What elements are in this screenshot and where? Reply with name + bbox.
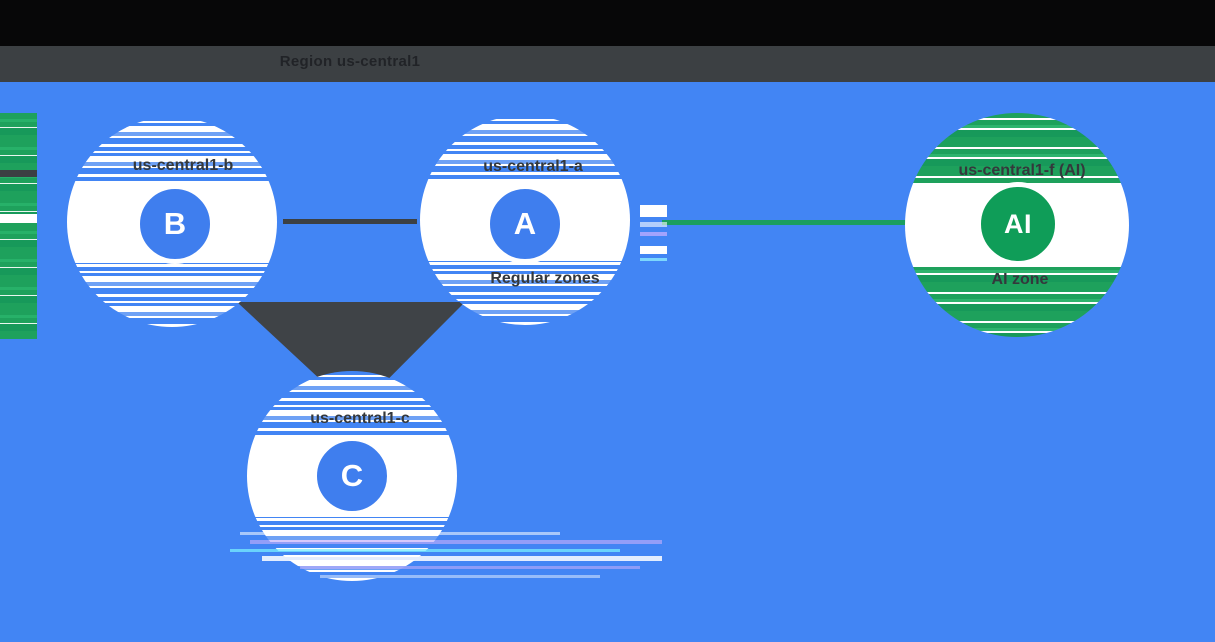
zone-letter-c: C [340, 458, 364, 493]
zone-letter-a: A [513, 206, 537, 241]
title-band [0, 46, 1215, 82]
zone-label-a: us-central1-a [483, 158, 583, 175]
zone-halo-ai [905, 113, 1129, 337]
connector-b-a [283, 219, 417, 224]
zone-sublabel-ai: AI zone [991, 271, 1049, 288]
glitch-stripe [300, 566, 640, 569]
zone-letter-b: B [163, 206, 187, 241]
glitch-stripe [240, 532, 560, 535]
zone-label-b: us-central1-b [132, 157, 234, 174]
connector-a-ai [662, 220, 908, 225]
zone-badge-a: A [485, 184, 565, 264]
glitch-stripe [230, 549, 620, 552]
zone-label-ai: us-central1-f (AI) [958, 162, 1086, 179]
glitch-stripe [320, 575, 600, 578]
zone-sublabel-a: Regular zones [490, 270, 600, 287]
zone-badge-ai: AI [976, 182, 1060, 266]
glitch-stripe [250, 540, 662, 544]
glitch-stripe [640, 205, 667, 217]
glitch-stripe [0, 170, 37, 177]
glitch-stripe [640, 258, 667, 261]
glitch-stripe [0, 214, 37, 223]
zone-badge-c: C [312, 436, 392, 516]
zone-badge-b: B [135, 184, 215, 264]
glitch-stripe [640, 246, 667, 254]
left-glitch-smear [0, 113, 37, 339]
glitch-stripe [262, 556, 662, 561]
diagram-title: Region us-central1 [279, 53, 421, 70]
glitch-stripe [640, 232, 667, 236]
zone-letter-ai: AI [1004, 208, 1032, 239]
zone-label-c: us-central1-c [310, 410, 410, 427]
glitch-stripe [640, 222, 667, 227]
top-black-bar [0, 0, 1215, 46]
